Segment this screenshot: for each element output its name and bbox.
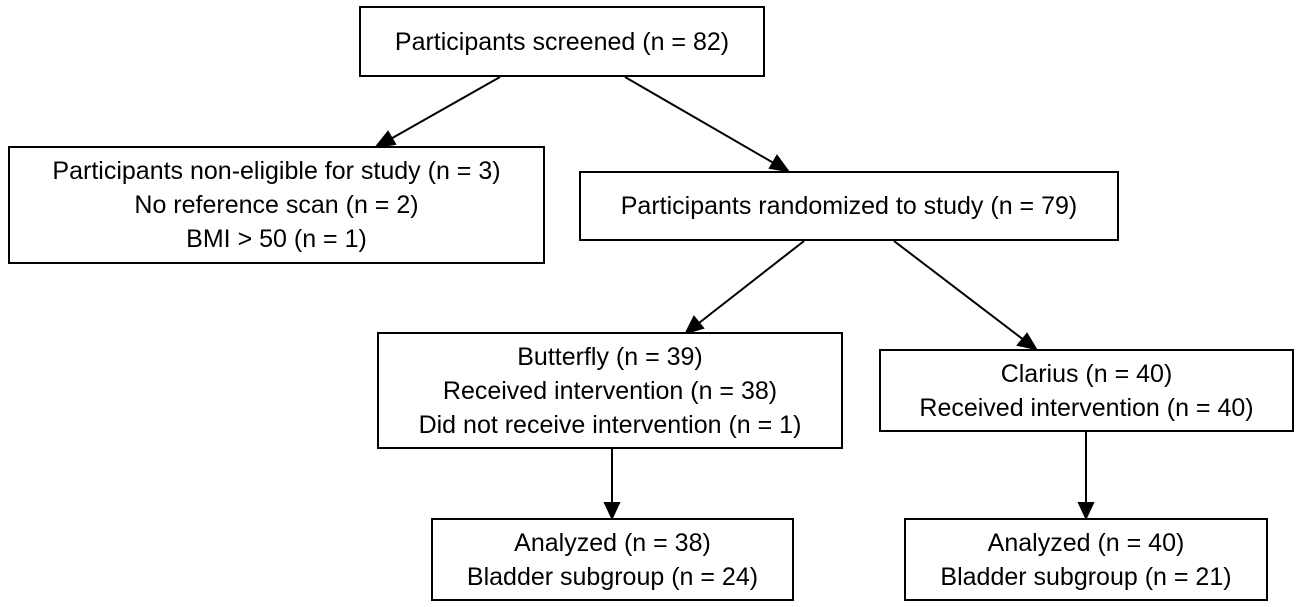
butterfly-line-2: Received intervention (n = 38) [442, 376, 778, 405]
non-eligible-box: Participants non-eligible for study (n =… [8, 146, 545, 264]
arrow-screened-to-randomized [624, 76, 785, 170]
arrowhead-noneligible [373, 130, 397, 149]
butterfly-line-3: Did not receive intervention (n = 1) [418, 410, 802, 439]
arrowhead-randomized [768, 154, 791, 173]
analyzed-clarius-box: Analyzed (n = 40) Bladder subgroup (n = … [904, 518, 1268, 601]
randomized-line: Participants randomized to study (n = 79… [620, 192, 1078, 220]
analyzed-butterfly-line-1: Analyzed (n = 38) [514, 528, 711, 557]
arrow-randomized-to-butterfly [689, 240, 805, 331]
non-eligible-line-3: BMI > 50 (n = 1) [186, 225, 367, 253]
analyzed-butterfly-line-2: Bladder subgroup (n = 24) [466, 562, 759, 591]
randomized-box: Participants randomized to study (n = 79… [579, 171, 1119, 241]
arrow-screened-to-noneligible [379, 76, 501, 146]
analyzed-clarius-line-2: Bladder subgroup (n = 21) [940, 562, 1232, 591]
butterfly-line-1: Butterfly (n = 39) [517, 342, 703, 371]
butterfly-box: Butterfly (n = 39) Received intervention… [377, 332, 843, 449]
arrowhead-clarius [1016, 332, 1039, 351]
arrowhead-butterfly [684, 315, 705, 335]
arrowhead-analyzed-butterfly [603, 502, 621, 521]
participants-screened-box: Participants screened (n = 82) [359, 6, 765, 77]
clarius-box: Clarius (n = 40) Received intervention (… [879, 349, 1294, 432]
arrow-randomized-to-clarius [893, 240, 1034, 348]
analyzed-butterfly-box: Analyzed (n = 38) Bladder subgroup (n = … [431, 518, 794, 601]
analyzed-clarius-line-1: Analyzed (n = 40) [987, 528, 1185, 557]
non-eligible-line-1: Participants non-eligible for study (n =… [52, 157, 501, 185]
non-eligible-line-2: No reference scan (n = 2) [134, 191, 419, 219]
arrowhead-analyzed-clarius [1077, 502, 1095, 521]
screened-line: Participants screened (n = 82) [394, 27, 730, 56]
clarius-line-2: Received intervention (n = 40) [919, 393, 1254, 422]
clarius-line-1: Clarius (n = 40) [1000, 359, 1173, 388]
